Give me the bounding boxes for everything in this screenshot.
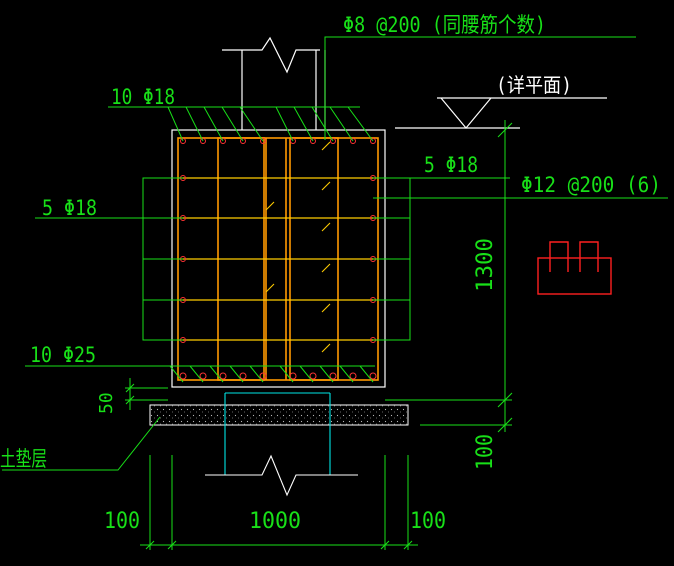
stirrup-top-leader: [324, 36, 636, 140]
stirrup-top-label: Φ8 @200 (同腰筋个数): [343, 13, 546, 37]
bottom-bar: [199, 372, 207, 380]
bottom-bar: [289, 372, 297, 380]
stirrup-right-label: Φ12 @200 (6): [521, 173, 661, 197]
bottom-bar: [369, 372, 377, 380]
bedding-leader: [2, 416, 161, 471]
bottom-bars: [179, 372, 377, 380]
height-dimension: [385, 120, 513, 433]
bottom-bar: [259, 372, 267, 380]
lower-column-stub: [224, 392, 331, 475]
width-main-label: 1000: [249, 509, 301, 534]
side-right-leaders: [373, 177, 510, 341]
side-left-leaders: [35, 177, 183, 341]
height-dim-label: 1300: [473, 238, 498, 292]
upper-column-stub: [222, 36, 326, 130]
top-bar: [200, 138, 206, 144]
bottom-bar: [239, 372, 247, 380]
cover-dimension: [125, 378, 168, 410]
lower-break-line: [205, 454, 358, 497]
cover-dim-label: 50: [96, 392, 117, 414]
bottom-bar: [349, 372, 357, 380]
detail-marker: [395, 97, 607, 129]
horizontal-ties: [178, 177, 378, 341]
side-right-label: 5 Φ18: [424, 153, 478, 177]
side-bars: [180, 175, 376, 343]
top-bar: [290, 138, 296, 144]
column-marker: [537, 241, 612, 295]
top-bar: [180, 138, 186, 144]
side-left-label: 5 Φ18: [42, 196, 97, 220]
detail-note-label: (详平面): [496, 73, 572, 97]
bottom-bars-label: 10 Φ25: [30, 343, 96, 367]
top-bar: [310, 138, 316, 144]
top-bar: [240, 138, 246, 144]
bottom-bar: [329, 372, 337, 380]
top-bars: [180, 138, 376, 144]
pad-dim-label: 100: [473, 434, 498, 470]
width-dimension: [140, 455, 418, 550]
width-right-label: 100: [410, 509, 446, 534]
width-left-label: 100: [104, 509, 140, 534]
top-bar: [260, 138, 266, 144]
top-bar: [370, 138, 376, 144]
top-bars-leaders: [108, 106, 374, 142]
bedding-layer-label: 土垫层: [0, 447, 47, 471]
bottom-bar: [309, 372, 317, 380]
top-bar: [350, 138, 356, 144]
top-bars-label: 10 Φ18: [111, 85, 175, 109]
tie-hooks: [265, 141, 331, 353]
bedding-layer: [149, 404, 409, 426]
bottom-bar: [219, 372, 227, 380]
bottom-bar: [179, 372, 187, 380]
top-bar: [220, 138, 226, 144]
top-bar: [330, 138, 336, 144]
bottom-bars-leaders: [25, 365, 375, 383]
